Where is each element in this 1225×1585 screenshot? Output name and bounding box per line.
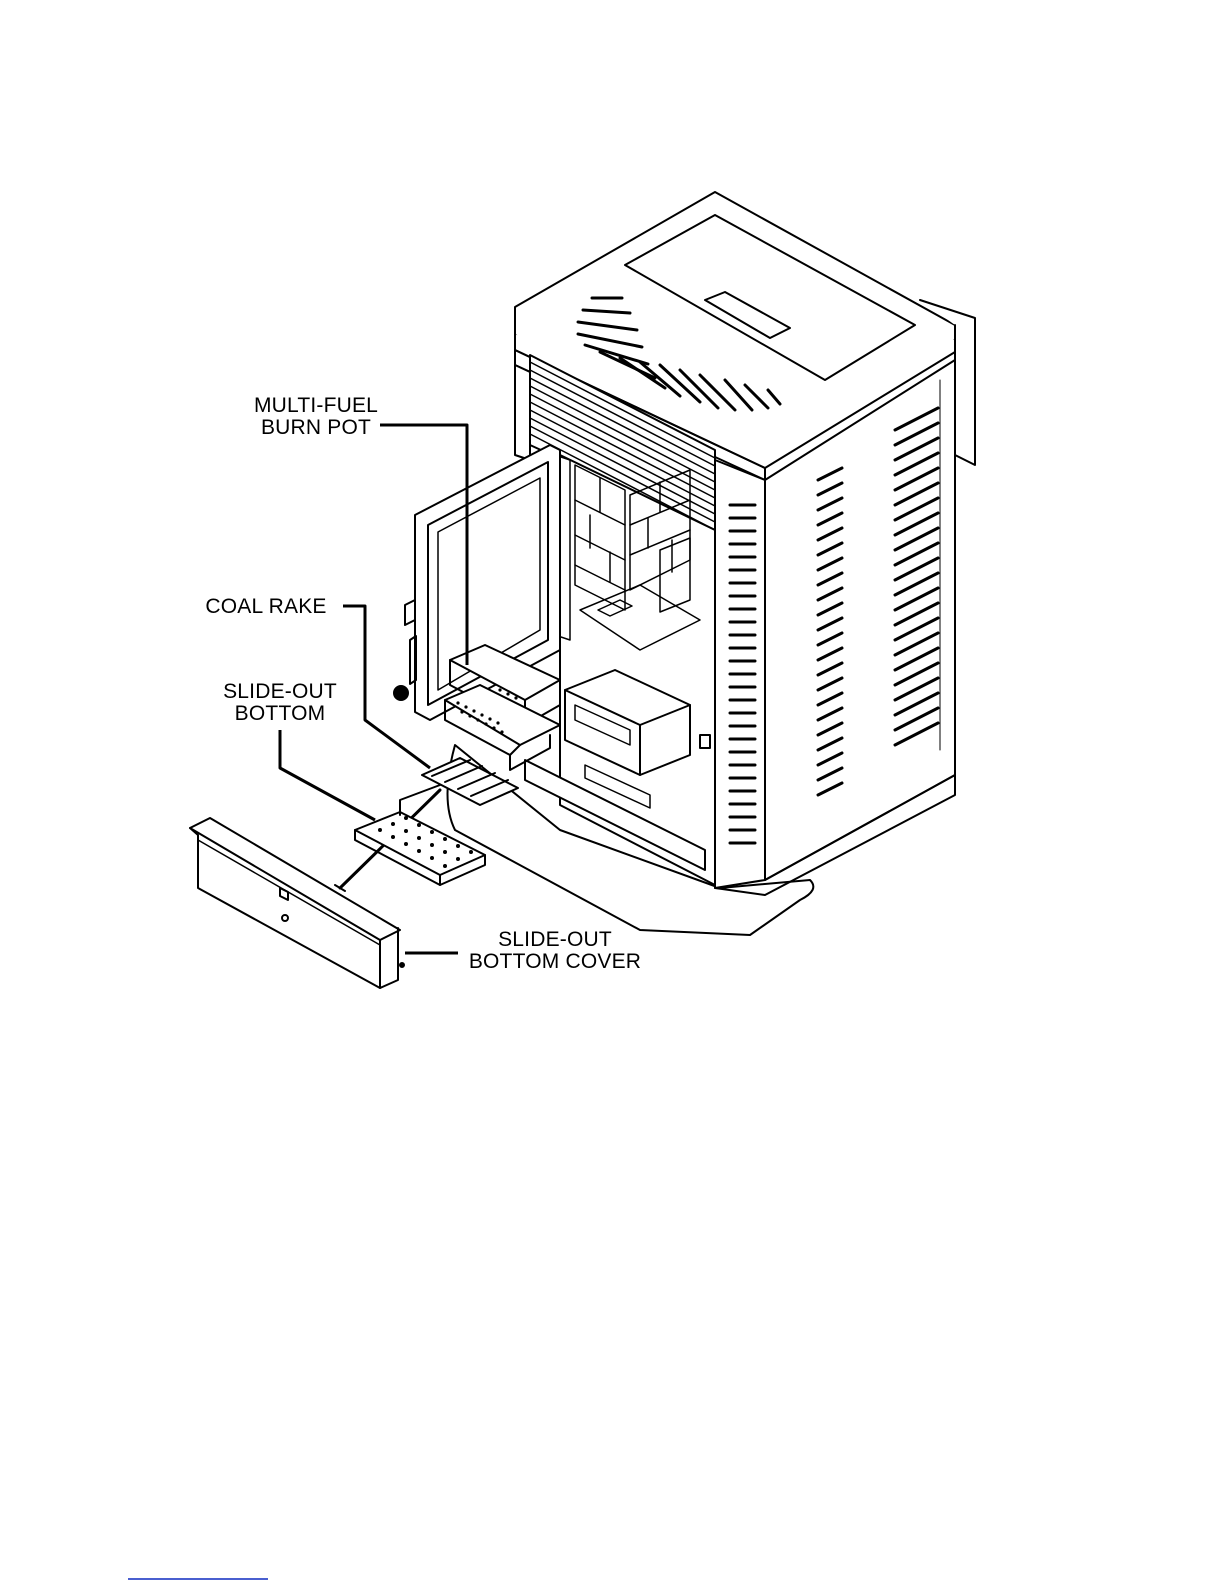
label-slide-out-bottom: SLIDE-OUT BOTTOM bbox=[210, 681, 350, 725]
label-slide-out-bottom-line1: SLIDE-OUT bbox=[210, 681, 350, 703]
corner-louvers bbox=[730, 505, 755, 843]
door-knob bbox=[394, 686, 408, 700]
slide-out-bottom-cover bbox=[190, 818, 404, 988]
label-slide-out-bottom-cover: SLIDE-OUT BOTTOM COVER bbox=[460, 929, 650, 973]
label-slide-out-bottom-cover-line1: SLIDE-OUT bbox=[460, 929, 650, 951]
label-coal-rake: COAL RAKE bbox=[196, 596, 336, 618]
label-multi-fuel-burn-pot: MULTI-FUEL BURN POT bbox=[230, 395, 402, 439]
label-slide-out-bottom-line2: BOTTOM bbox=[210, 703, 350, 725]
label-slide-out-bottom-cover-line2: BOTTOM COVER bbox=[460, 951, 650, 973]
label-burn-pot-line1: MULTI-FUEL bbox=[230, 395, 402, 417]
stove-body bbox=[515, 192, 975, 895]
footer-rule bbox=[128, 1578, 268, 1580]
label-burn-pot-line2: BURN POT bbox=[230, 417, 402, 439]
leader-slide-out-bottom bbox=[280, 730, 375, 820]
